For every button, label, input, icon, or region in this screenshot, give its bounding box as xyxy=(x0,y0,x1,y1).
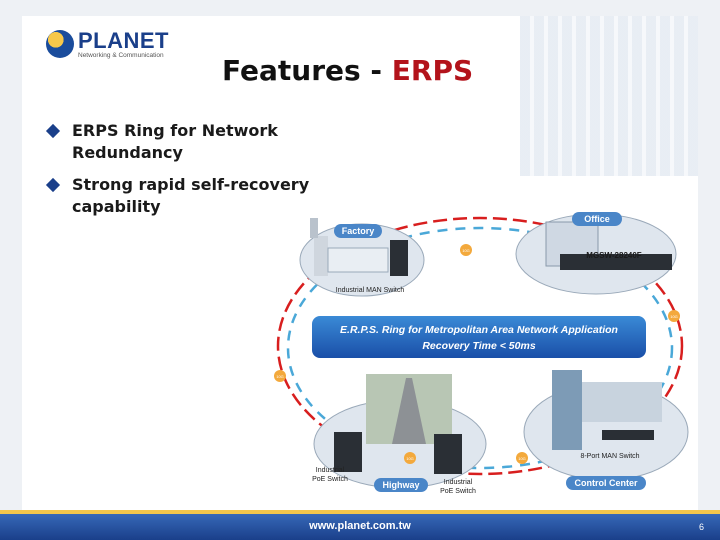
link-badge-label: 10G xyxy=(462,248,470,253)
link-badge-label: 10G xyxy=(406,456,414,461)
industrial-poe-switch-1-line1: Industrial xyxy=(316,467,345,474)
factory-node: Factory Industrial MAN Switch xyxy=(299,218,425,297)
diamond-bullet-icon xyxy=(45,177,61,193)
globe-icon xyxy=(46,30,74,58)
link-badge-label: 10G xyxy=(276,374,284,379)
bullet-list: ERPS Ring for Network Redundancy Strong … xyxy=(45,120,346,228)
industrial-man-switch-label: Industrial MAN Switch xyxy=(336,287,405,294)
ring-blue xyxy=(286,226,674,470)
footer-bar: www.planet.com.tw 6 xyxy=(0,510,720,540)
bullet-text-line2: capability xyxy=(72,197,161,216)
title-main: Features - xyxy=(222,54,392,87)
logo-text: PLANET xyxy=(78,28,169,53)
logo-subtext: Networking & Communication xyxy=(78,52,164,59)
office-node: Office MGSW-28240F xyxy=(515,212,677,295)
control-center-label: Control Center xyxy=(575,478,638,488)
banner-line1: E.R.P.S. Ring for Metropolitan Area Netw… xyxy=(340,324,618,336)
office-label: Office xyxy=(584,214,610,224)
bullet-text-line2: Redundancy xyxy=(72,143,183,162)
background-building-image xyxy=(520,16,698,176)
eight-port-man-switch-label: 8-Port MAN Switch xyxy=(580,453,639,460)
bullet-item: ERPS Ring for Network Redundancy xyxy=(45,120,346,164)
diamond-bullet-icon xyxy=(45,123,61,139)
footer-accent-line xyxy=(0,510,720,514)
ring-red xyxy=(276,216,684,476)
mgsw-28240f-label: MGSW-28240F xyxy=(586,251,642,260)
slide-title: Features - ERPS xyxy=(222,54,473,87)
planet-logo: PLANET Networking & Communication xyxy=(46,28,169,64)
highway-node: Industrial PoE Switch Industrial PoE Swi… xyxy=(312,374,487,495)
link-badges: 10G 10G 10G 10G 10G xyxy=(274,244,680,464)
factory-label: Factory xyxy=(342,226,375,236)
control-center-node: 8-Port MAN Switch Control Center xyxy=(523,370,689,490)
highway-label: Highway xyxy=(382,480,419,490)
bullet-text-line1: Strong rapid self-recovery xyxy=(72,175,310,194)
link-badge-label: 10G xyxy=(518,456,526,461)
bullet-text-line1: ERPS Ring for Network xyxy=(72,121,278,140)
industrial-poe-switch-2-line1: Industrial xyxy=(444,479,473,486)
erps-ring-diagram: Factory Industrial MAN Switch Office MGS… xyxy=(274,212,689,495)
link-badge-label: 10G xyxy=(670,314,678,319)
title-accent: ERPS xyxy=(391,54,474,87)
banner-line2: Recovery Time < 50ms xyxy=(422,340,535,352)
industrial-poe-switch-2-line2: PoE Switch xyxy=(440,488,476,495)
footer-url[interactable]: www.planet.com.tw xyxy=(309,520,411,532)
industrial-poe-switch-1-line2: PoE Switch xyxy=(312,476,348,483)
erps-banner: E.R.P.S. Ring for Metropolitan Area Netw… xyxy=(312,316,646,358)
bullet-item: Strong rapid self-recovery capability xyxy=(45,174,346,218)
page-number: 6 xyxy=(698,522,704,532)
